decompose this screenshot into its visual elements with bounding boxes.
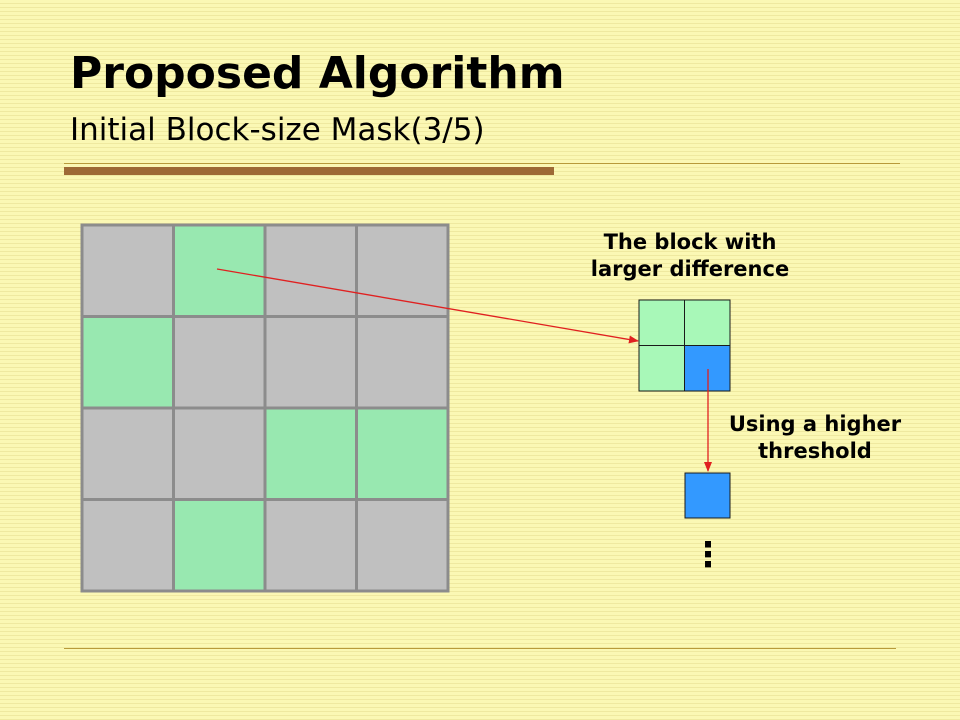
- mask-cell-green: [172, 223, 267, 318]
- title-divider-line: [64, 163, 900, 164]
- slide-title: Proposed Algorithm: [70, 48, 565, 99]
- title-accent-bar: [64, 167, 554, 175]
- sub-block-green: [638, 345, 685, 392]
- mask-cell-gray: [263, 315, 358, 410]
- mask-cell-green: [80, 315, 175, 410]
- larger-difference-label-line1: The block with: [603, 230, 777, 254]
- link-arrow: [216, 268, 639, 344]
- sub-block-green: [638, 299, 685, 346]
- continuation-ellipsis: ⋮: [691, 535, 725, 575]
- mask-cell-gray: [263, 498, 358, 593]
- mask-cell-gray: [355, 498, 450, 593]
- mask-cell-green: [172, 498, 267, 593]
- mask-cell-green: [263, 406, 358, 501]
- sub-block-green: [684, 299, 731, 346]
- final-block: [684, 472, 731, 519]
- mask-grid: [80, 223, 450, 593]
- mask-cell-gray: [80, 498, 175, 593]
- bottom-divider-line: [64, 648, 896, 649]
- mask-cell-gray: [172, 315, 267, 410]
- mask-cell-green: [355, 406, 450, 501]
- split-block: [638, 299, 731, 392]
- mask-cell-gray: [263, 223, 358, 318]
- sub-block-blue: [684, 345, 731, 392]
- mask-cell-gray: [80, 406, 175, 501]
- slide-subtitle: Initial Block-size Mask(3/5): [70, 112, 485, 148]
- larger-difference-label-line2: larger difference: [590, 257, 790, 281]
- mask-cell-gray: [355, 315, 450, 410]
- higher-threshold-label: Using a higher threshold: [690, 411, 940, 465]
- mask-cell-gray: [172, 406, 267, 501]
- mask-cell-gray: [80, 223, 175, 318]
- higher-threshold-label-line2: threshold: [758, 439, 872, 463]
- mask-cell-gray: [355, 223, 450, 318]
- higher-threshold-label-line1: Using a higher: [728, 412, 902, 436]
- larger-difference-label: The block with larger difference: [540, 229, 840, 283]
